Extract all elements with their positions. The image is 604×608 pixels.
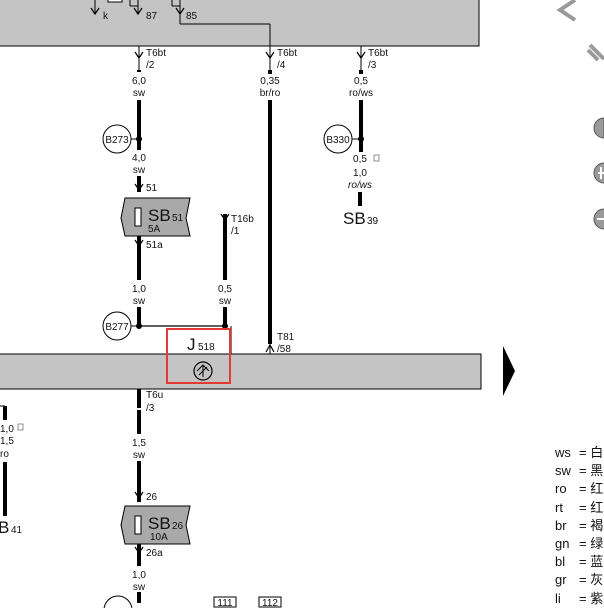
w1b-color: sw xyxy=(133,165,146,176)
fuse-sb51-amp: 5A xyxy=(148,224,161,235)
w1-color: sw xyxy=(133,88,146,99)
w3-pin: /3 xyxy=(368,60,377,71)
sb41-num: 41 xyxy=(11,525,23,536)
legend-row: rt= 红 xyxy=(555,499,604,515)
w2-conn: T6bt xyxy=(277,48,297,59)
sb51-in-label: 51 xyxy=(146,183,158,194)
left-size1: 1,0 xyxy=(0,424,14,435)
ref-112-box xyxy=(258,596,282,608)
fuse-sb26-name: SB xyxy=(148,514,171,533)
w7-color: sw xyxy=(133,582,146,593)
back-chevron-icon[interactable] xyxy=(556,0,577,22)
left-color: ro xyxy=(0,449,9,460)
top-component-block xyxy=(0,0,480,47)
t6u-pin: /3 xyxy=(146,403,155,414)
w3b-size: 0,5 xyxy=(353,154,367,165)
t6u-conn: T6u xyxy=(146,390,163,401)
splice-b277-label: B277 xyxy=(105,322,129,333)
w1-pin: /2 xyxy=(146,60,155,71)
splice-bottom xyxy=(103,595,133,608)
w2-pin: /4 xyxy=(277,60,286,71)
ref-112: 112 xyxy=(262,598,278,608)
w1-conn: T6bt xyxy=(146,48,166,59)
relay-electronics-icon xyxy=(193,361,213,381)
relay-highlight xyxy=(166,328,231,384)
top-relay-contact xyxy=(107,0,123,3)
legend-row: ws= 白 xyxy=(555,445,604,460)
hand-icon[interactable] xyxy=(593,117,604,139)
t81-conn: T81 xyxy=(277,332,295,343)
sb41-name: B xyxy=(0,518,9,537)
sb39-name: SB xyxy=(343,209,366,228)
legend-row: br= 褐 xyxy=(555,517,604,533)
fuse-sb51-name: SB xyxy=(148,206,171,225)
splice-b330-label: B330 xyxy=(326,135,350,146)
legend-row: gn= 绿 xyxy=(555,536,604,552)
ref-111-box xyxy=(213,596,237,608)
fuse-sb26-num: 26 xyxy=(172,521,184,532)
w3-color: ro/ws xyxy=(349,88,373,99)
sb26-in-label: 26 xyxy=(146,492,158,503)
fuse-sb26-amp: 10A xyxy=(150,532,168,543)
w3-size: 0,5 xyxy=(354,76,368,87)
legend-row: bl= 蓝 xyxy=(555,554,604,570)
relay-num: 518 xyxy=(198,342,215,353)
legend-row: li= 紫 xyxy=(555,590,604,606)
w4-color: sw xyxy=(133,296,146,307)
ref-111: 111 xyxy=(217,598,233,608)
w1b-size: 4,0 xyxy=(132,153,146,164)
w4-size: 1,0 xyxy=(132,284,146,295)
w5-size: 0,5 xyxy=(218,284,232,295)
w2-size: 0,35 xyxy=(260,76,280,87)
relay-name: J xyxy=(187,335,196,354)
legend-row: gr= 灰 xyxy=(555,572,604,588)
t16b-pin: /1 xyxy=(231,226,240,237)
splice-b273-label: B273 xyxy=(105,135,129,146)
legend-row: ro= 红 xyxy=(555,481,604,497)
w6-color: sw xyxy=(133,450,146,461)
pin-k-label: k xyxy=(103,11,109,22)
t16b-conn: T16b xyxy=(231,214,254,225)
sb39-num: 39 xyxy=(367,216,379,227)
fuse-sb51-num: 51 xyxy=(172,213,184,224)
w1-size: 6,0 xyxy=(132,76,146,87)
w3b-size2: 1,0 xyxy=(353,168,367,179)
left-size2: 1,5 xyxy=(0,436,14,447)
sb26-out-label: 26a xyxy=(146,548,163,559)
pin-85-label: 85 xyxy=(186,11,198,22)
color-legend: ws= 白 sw= 黑 ro= 红 rt= 红 br= 褐 gn= 绿 bl= … xyxy=(555,444,604,608)
w2-color: br/ro xyxy=(260,88,281,99)
w6-size: 1,5 xyxy=(132,438,146,449)
w3b-color: ro/ws xyxy=(348,180,372,191)
next-page-arrow-icon[interactable] xyxy=(503,346,515,396)
pin-87-label: 87 xyxy=(146,11,158,22)
relay-band xyxy=(0,353,482,390)
w3-conn: T6bt xyxy=(368,48,388,59)
t81-pin: /58 xyxy=(277,344,291,355)
legend-row: sw= 黑 xyxy=(555,463,604,479)
w7-size: 1,0 xyxy=(132,570,146,581)
sb51-out-label: 51a xyxy=(146,240,163,251)
pencil-icon[interactable] xyxy=(586,43,604,62)
w5-color: sw xyxy=(219,296,232,307)
